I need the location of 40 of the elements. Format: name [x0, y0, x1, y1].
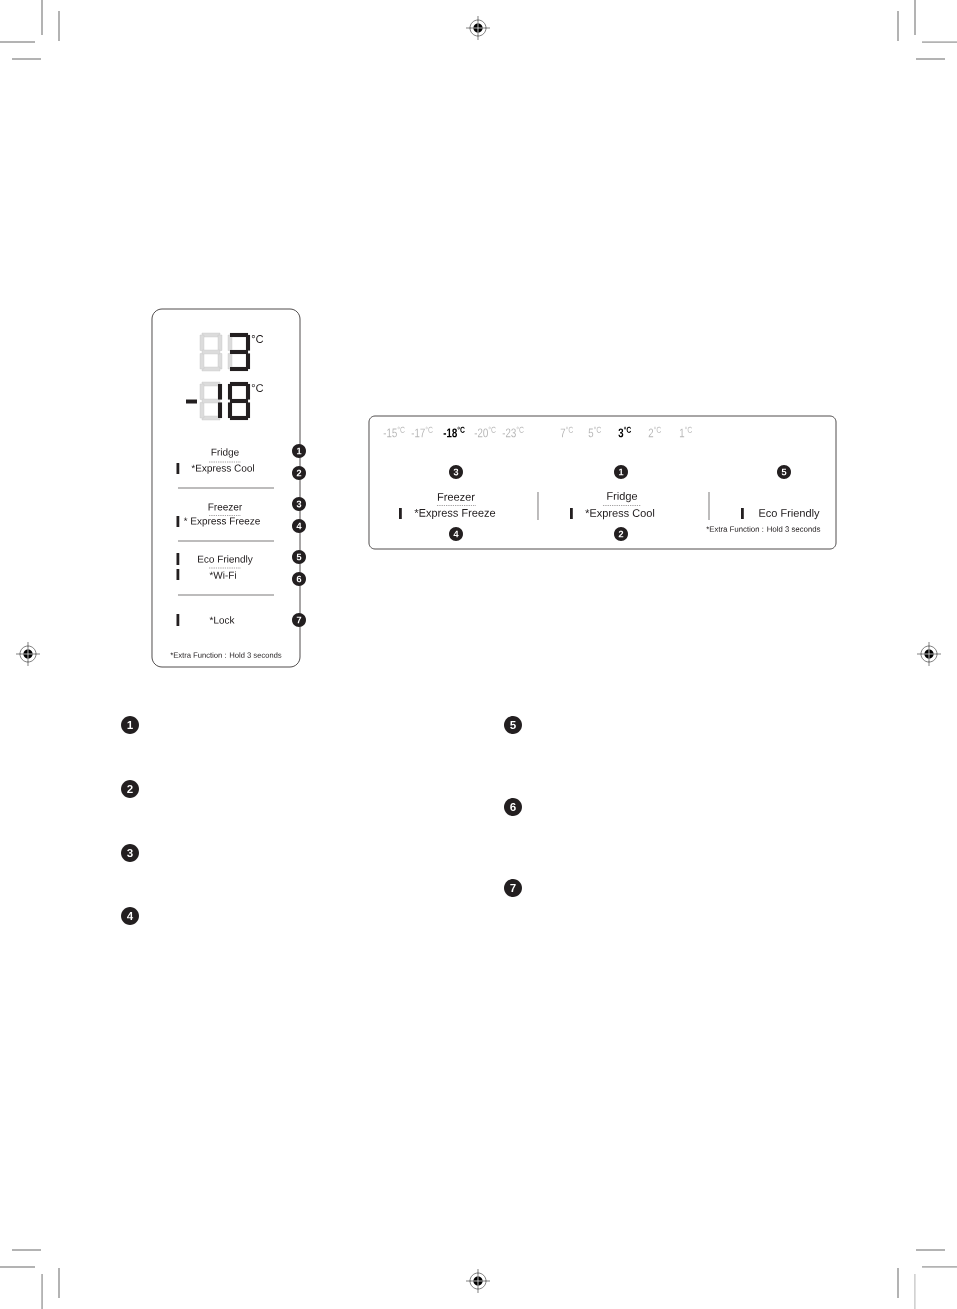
- button-label: *Lock: [209, 616, 235, 624]
- button-label: *Express Cool: [191, 464, 254, 474]
- callout-number: 2: [614, 527, 628, 541]
- button-label: Freezer: [208, 503, 243, 511]
- temperature-reading: -17$^{°C}$: [411, 426, 433, 438]
- temperature-reading: -15$^{°C}$: [383, 426, 405, 438]
- unit-label: °C: [251, 335, 264, 343]
- callout-number: 1: [121, 716, 139, 734]
- temperature-reading: 3$^{°C}$: [618, 426, 632, 438]
- button-label: *Express Cool: [585, 508, 655, 520]
- temperature-reading: -23$^{°C}$: [502, 426, 524, 438]
- callout-number: 4: [292, 519, 306, 533]
- callout-number: 2: [121, 780, 139, 798]
- button-label: * Express Freeze: [183, 517, 260, 527]
- callout-number: 6: [292, 572, 306, 586]
- callout-number: 3: [449, 465, 463, 479]
- button-label: Fridge: [211, 448, 239, 458]
- callout-number: 7: [504, 879, 522, 897]
- button-label: Eco Friendly: [198, 555, 253, 565]
- callout-number: 4: [121, 907, 139, 925]
- callout-number: 6: [504, 798, 522, 816]
- callout-number: 7: [292, 613, 306, 627]
- callout-number: 5: [504, 716, 522, 734]
- callout-number: 4: [449, 527, 463, 541]
- callout-number: 3: [292, 497, 306, 511]
- button-label: *Wi-Fi: [209, 571, 236, 579]
- button-label: Eco Friendly: [759, 508, 820, 520]
- temperature-reading: 5$^{°C}$: [588, 426, 602, 438]
- button-label: *Express Freeze: [414, 509, 496, 519]
- temperature-reading: -20$^{°C}$: [474, 426, 496, 438]
- button-label: Fridge: [607, 491, 638, 503]
- callout-number: 1: [292, 444, 306, 458]
- callout-number: 3: [121, 844, 139, 862]
- button-label: Freezer: [437, 493, 475, 501]
- callout-number: 5: [292, 550, 306, 564]
- callout-number: 2: [292, 466, 306, 480]
- callout-number: 1: [614, 465, 628, 479]
- unit-label: °C: [251, 384, 264, 392]
- temperature-reading: -18$^{°C}$: [443, 426, 465, 438]
- callout-number: 5: [777, 465, 791, 479]
